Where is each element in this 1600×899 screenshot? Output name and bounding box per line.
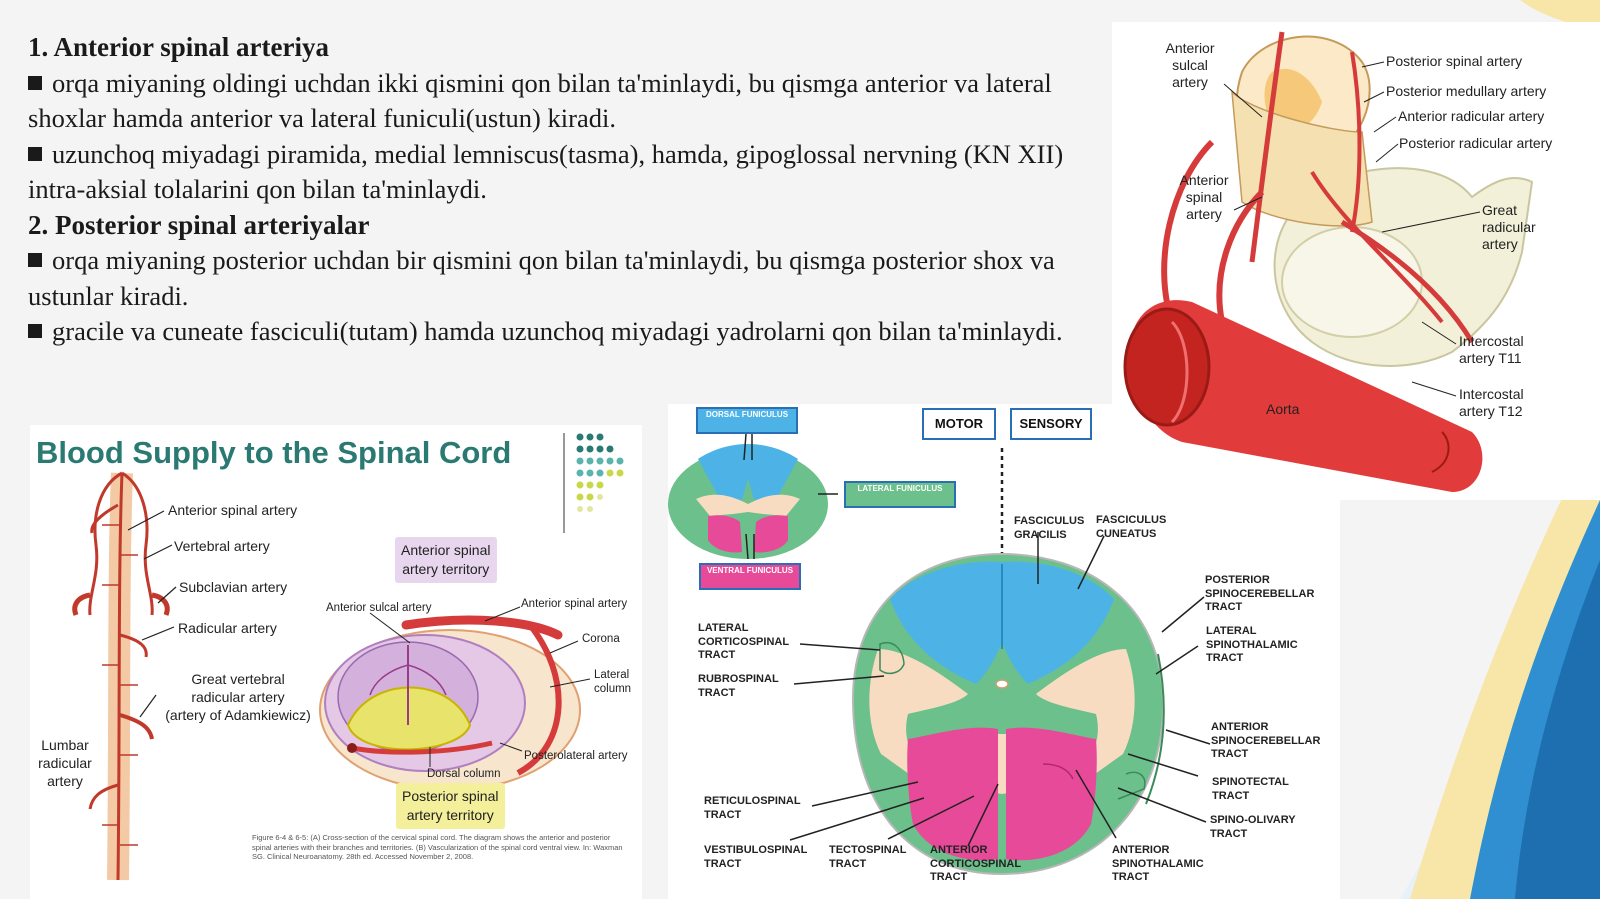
- tag-ventral-funiculus: VENTRAL FUNICULUS: [699, 563, 801, 590]
- heading-anterior-spinal: 1. Anterior spinal arteriya: [28, 32, 329, 62]
- tag-lateral-funiculus: LATERAL FUNICULUS: [844, 481, 956, 508]
- tag-dorsal-funiculus: DORSAL FUNICULUS: [696, 407, 798, 434]
- label-corona: Corona: [582, 633, 620, 645]
- paragraph-4: gracile va cuneate fasciculi(tutam) hamd…: [28, 314, 1118, 350]
- bullet-icon: [28, 253, 42, 267]
- spinal-cord-illustration: [72, 433, 624, 881]
- label-anterior-spinal-artery: Anterior spinal artery: [168, 502, 298, 518]
- paragraph-1: orqa miyaning oldingi uchdan ikki qismin…: [28, 67, 1052, 133]
- label-anterior-spinal-small: Anterior spinal artery: [521, 598, 628, 610]
- bullet-icon: [28, 75, 42, 90]
- label-anterior-sulcal: Anterior sulcal artery: [326, 602, 432, 614]
- bullet-icon: [28, 146, 42, 161]
- label-lateral-column: Lateral column: [594, 669, 632, 695]
- label-posterior-medullary-artery: Posterior medullary artery: [1386, 83, 1547, 99]
- label-sensory: SENSORY: [1010, 408, 1092, 440]
- label-posterolateral: Posterolateral artery: [524, 750, 628, 762]
- slide-text: 1. Anterior spinal arteriya orqa miyanin…: [28, 30, 1118, 350]
- aorta-illustration: [1123, 31, 1534, 492]
- label-dorsal-column: Dorsal column: [427, 768, 501, 780]
- tracts-illustration: [668, 433, 1211, 876]
- tag-posterior-territory: Posterior spinal artery territory: [396, 783, 505, 829]
- heading-posterior-spinal: 2. Posterior spinal arteriyalar: [28, 209, 370, 240]
- paragraph-2: uzunchoq miyadagi piramida, medial lemni…: [28, 138, 1064, 204]
- label-vertebral-artery: Vertebral artery: [174, 538, 270, 554]
- label-anterior-radicular-artery: Anterior radicular artery: [1398, 108, 1545, 124]
- tag-anterior-territory: Anterior spinal artery territory: [395, 537, 497, 583]
- label-posterior-radicular-artery: Posterior radicular artery: [1399, 135, 1553, 151]
- paragraph-3: orqa miyaning posterior uchdan bir qismi…: [28, 245, 1055, 311]
- label-aorta: Aorta: [1266, 401, 1300, 417]
- bullet-icon: [28, 324, 42, 338]
- label-great-vertebral-radicular: Great vertebral radicular artery (artery…: [165, 671, 311, 723]
- label-motor: MOTOR: [922, 408, 996, 440]
- label-radicular-artery: Radicular artery: [178, 620, 277, 636]
- figure-title: Blood Supply to the Spinal Cord: [36, 435, 512, 470]
- label-posterior-spinal-artery: Posterior spinal artery: [1386, 53, 1523, 69]
- figure-blood-supply: Blood Supply to the Spinal Cord: [30, 425, 642, 899]
- label-subclavian-artery: Subclavian artery: [179, 579, 288, 595]
- figure-spinal-tracts: DORSAL FUNICULUS LATERAL FUNICULUS VENTR…: [668, 404, 1340, 899]
- label-lumbar-radicular: Lumbar radicular artery: [38, 737, 92, 789]
- figure-caption: Figure 6-4 & 6-5: (A) Cross-section of t…: [252, 833, 623, 861]
